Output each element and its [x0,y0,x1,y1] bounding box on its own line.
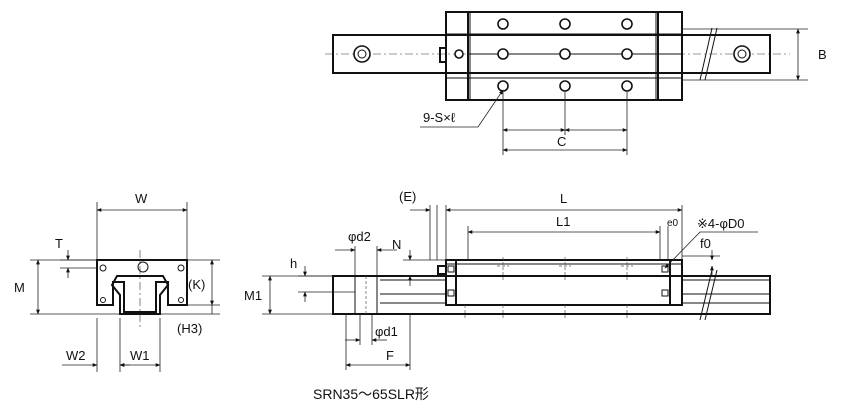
block-holes [454,18,633,92]
dim-f0: f0 [700,236,711,251]
rail-bolt-icon [733,45,751,63]
dim-M: M [14,280,25,295]
grease-nipple-icon [439,47,446,63]
dim-B: B [818,47,827,62]
dim-d1: φd1 [375,324,398,339]
end-rail [110,275,170,315]
side-hidden-bolts [464,257,633,318]
dim-F: F [386,348,394,363]
dim-C: C [557,134,566,149]
dim-E: (E) [399,189,416,204]
side-rail [332,275,771,315]
rail-bolt-icon [353,45,371,63]
end-block [96,259,188,313]
dim-W1: W1 [130,348,150,363]
dim-W2: W2 [66,348,86,363]
side-grease-nipple-icon [437,265,446,275]
dim-holes-side: ※4-φD0 [697,216,745,231]
dim-W: W [135,191,148,206]
side-block [445,259,683,306]
dim-N: N [392,237,401,252]
grease-icon [137,261,149,273]
end-view: W T M (K) (H3) W2 W1 [14,191,220,372]
dim-K: (K) [188,277,205,292]
top-view: B C 9-S×ℓ [325,11,827,155]
dim-L: L [560,191,567,206]
rail-bolt-inner-icon [357,49,367,59]
side-view: L L1 e0 (E) ※4-φD0 f0 φd2 N [244,189,771,370]
dim-d2: φd2 [348,229,371,244]
top-block-body [467,11,659,101]
dim-holes-top: 9-S×ℓ [423,110,456,125]
dim-h: h [290,256,297,271]
dim-H3: (H3) [177,321,202,336]
dim-e0: e0 [667,218,679,229]
dim-M1: M1 [244,288,262,303]
drawing-caption: SRN35～65SLR形 [313,386,429,402]
dim-T: T [55,236,63,251]
rail-bolt-inner-icon [737,49,747,59]
dim-L1: L1 [556,214,570,229]
side-block-body [455,259,671,306]
